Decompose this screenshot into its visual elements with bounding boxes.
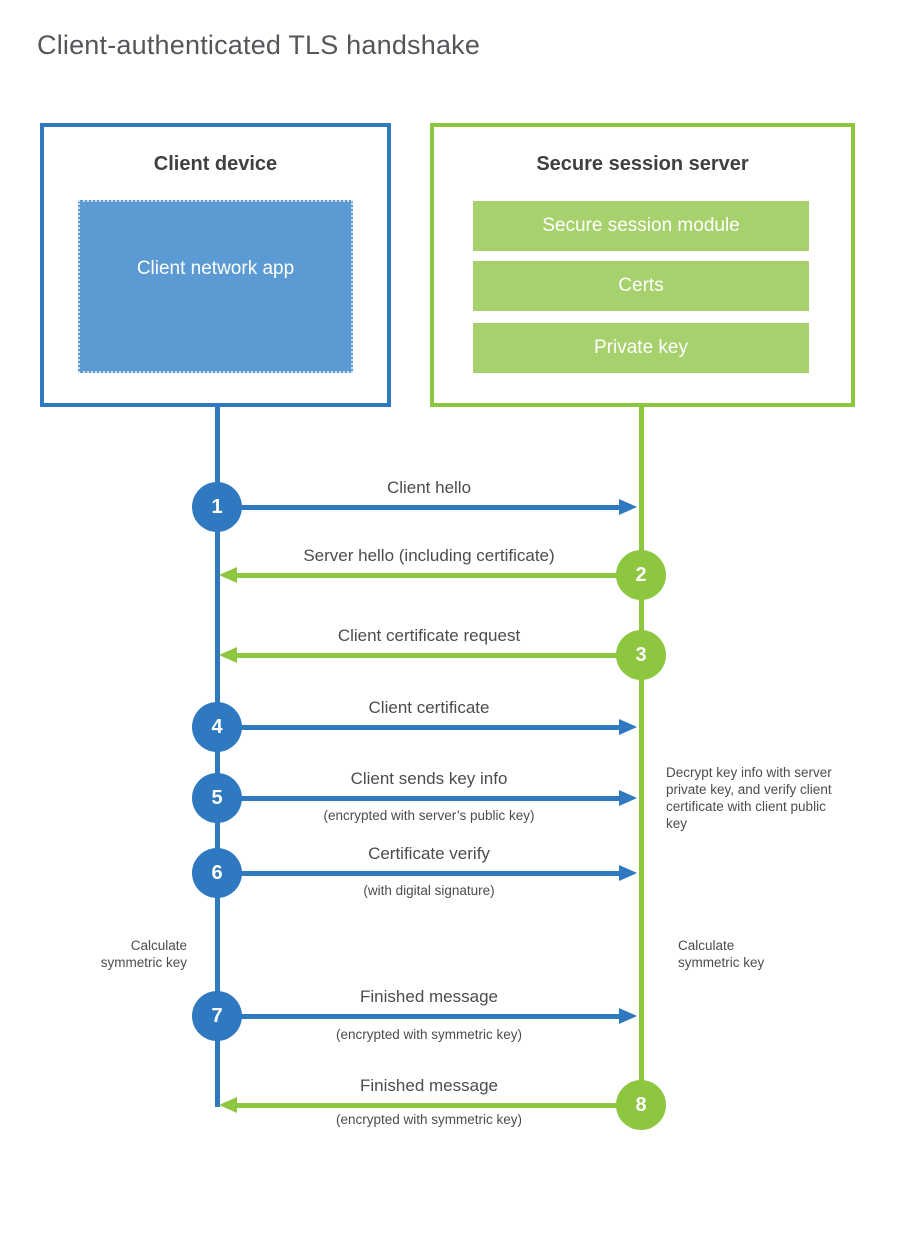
server-calculate-key-note: Calculate symmetric key	[678, 938, 765, 971]
message-sublabel: (encrypted with server’s public key)	[323, 808, 535, 823]
step-number-badge: 1	[192, 482, 242, 532]
message-label: Server hello (including certificate)	[303, 546, 555, 565]
arrow-right-icon	[217, 865, 637, 881]
step-number-badge: 5	[192, 773, 242, 823]
message-label: Finished message	[360, 987, 498, 1006]
server-lifeline	[639, 405, 644, 1107]
message-sublabel: (with digital signature)	[363, 883, 495, 898]
message-label: Client certificate request	[337, 626, 521, 645]
message-sublabel: (encrypted with symmetric key)	[335, 1027, 523, 1042]
arrow-right-icon	[217, 790, 637, 806]
step-number-badge: 6	[192, 848, 242, 898]
message-label: Client sends key info	[350, 769, 508, 788]
message-label: Certificate verify	[368, 844, 490, 863]
arrow-left-icon	[219, 1097, 641, 1113]
step-number-badge: 4	[192, 702, 242, 752]
server-module-certs: Certs	[473, 261, 809, 311]
server-module-private-key: Private key	[473, 323, 809, 373]
server-decrypt-note: Decrypt key info with server private key…	[666, 765, 832, 832]
secure-session-server-title: Secure session server	[536, 153, 749, 175]
message-label: Client hello	[386, 478, 472, 497]
message-label: Finished message	[360, 1076, 498, 1095]
client-lifeline	[215, 405, 220, 1107]
step-number-badge: 7	[192, 991, 242, 1041]
message-label: Client certificate	[368, 698, 490, 717]
message-sublabel: (encrypted with symmetric key)	[335, 1112, 523, 1127]
arrow-right-icon	[217, 499, 637, 515]
step-number-badge: 2	[616, 550, 666, 600]
client-calculate-key-note: Calculate symmetric key	[100, 938, 187, 971]
client-network-app-box: Client network app	[78, 200, 353, 373]
page-title: Client-authenticated TLS handshake	[37, 30, 481, 60]
client-network-app-label: Client network app	[136, 258, 295, 279]
step-number-badge: 3	[616, 630, 666, 680]
client-device-title: Client device	[153, 153, 278, 175]
server-module-secure-session-module: Secure session module	[473, 201, 809, 251]
step-number-badge: 8	[616, 1080, 666, 1130]
arrow-right-icon	[217, 1008, 637, 1024]
arrow-left-icon	[219, 567, 641, 583]
arrow-right-icon	[217, 719, 637, 735]
arrow-left-icon	[219, 647, 641, 663]
